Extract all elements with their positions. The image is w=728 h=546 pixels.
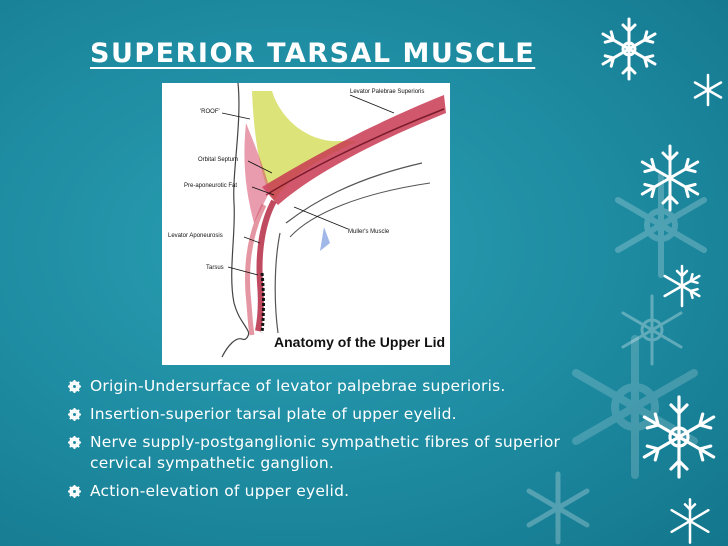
snowflake-icon: [601, 17, 657, 81]
bullet-item: Origin-Undersurface of levator palpebrae…: [68, 376, 588, 397]
bullet-item: Nerve supply-postganglionic sympathetic …: [68, 432, 588, 474]
label-mullers-muscle: Muller's Muscle: [348, 229, 390, 235]
label-pre-aponeurotic-fat: Pre-aponeurotic Fat: [184, 183, 237, 189]
gear-bullet-icon: [68, 408, 81, 421]
upper-lid-anatomy-figure: Levator Palebrae Superioris 'ROOF' Orbit…: [162, 83, 450, 365]
gear-bullet-icon: [68, 436, 81, 449]
gear-bullet-icon: [68, 380, 81, 393]
label-orbital-septum: Orbital Septum: [198, 157, 238, 163]
bullet-list: Origin-Undersurface of levator palpebrae…: [68, 376, 588, 509]
snowflake-icon: [640, 144, 700, 212]
figure-caption: Anatomy of the Upper Lid: [274, 334, 445, 350]
bullet-item: Action-elevation of upper eyelid.: [68, 481, 588, 502]
label-levator-palpebrae: Levator Palebrae Superioris: [350, 89, 424, 95]
snowflake-icon: [642, 395, 716, 479]
snowflake-icon: [526, 471, 590, 545]
slide-title: SUPERIOR TARSAL MUSCLE: [90, 38, 536, 69]
label-tarsus: Tarsus: [206, 265, 224, 271]
bullet-text: Origin-Undersurface of levator palpebrae…: [90, 377, 506, 395]
snowflake-icon: [621, 294, 683, 366]
bullet-text: Nerve supply-postganglionic sympathetic …: [90, 433, 561, 472]
snowflake-icon: [693, 73, 723, 107]
bullet-text: Action-elevation of upper eyelid.: [90, 482, 350, 500]
label-levator-aponeurosis: Levator Aponeurosis: [168, 233, 223, 239]
bullet-text: Insertion-superior tarsal plate of upper…: [90, 405, 457, 423]
label-roof: 'ROOF': [200, 109, 220, 115]
gear-bullet-icon: [68, 485, 81, 498]
snowflake-icon: [615, 172, 707, 278]
snowflake-icon: [663, 264, 701, 308]
snowflake-icon: [670, 498, 710, 544]
eyelid-diagram: Levator Palebrae Superioris 'ROOF' Orbit…: [168, 83, 446, 358]
bullet-item: Insertion-superior tarsal plate of upper…: [68, 404, 588, 425]
